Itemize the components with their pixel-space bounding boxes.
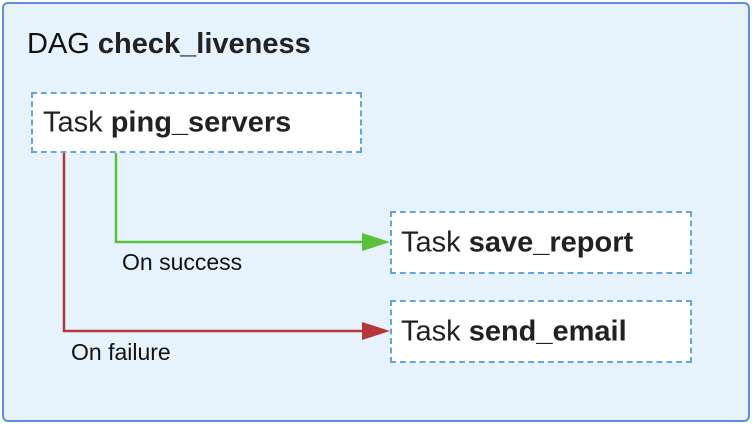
success-edge-label: On success xyxy=(122,249,243,275)
task-send-email[interactable]: Task send_email xyxy=(390,300,692,363)
failure-edge-label: On failure xyxy=(71,339,171,365)
dag-title-name: check_liveness xyxy=(97,28,311,60)
dag-title-prefix: DAG xyxy=(27,28,90,60)
task-save-report-label: Task save_report xyxy=(401,228,633,257)
task-save-report[interactable]: Task save_report xyxy=(390,211,692,274)
task-ping-servers[interactable]: Task ping_servers xyxy=(31,92,362,153)
task-name: save_report xyxy=(468,226,634,258)
task-prefix: Task xyxy=(43,106,103,138)
task-prefix: Task xyxy=(401,226,461,258)
dag-title: DAG check_liveness xyxy=(27,30,311,59)
task-prefix: Task xyxy=(401,315,461,347)
task-name: send_email xyxy=(468,315,627,347)
task-send-email-label: Task send_email xyxy=(401,317,627,346)
task-name: ping_servers xyxy=(110,106,292,138)
task-ping-servers-label: Task ping_servers xyxy=(43,108,291,137)
